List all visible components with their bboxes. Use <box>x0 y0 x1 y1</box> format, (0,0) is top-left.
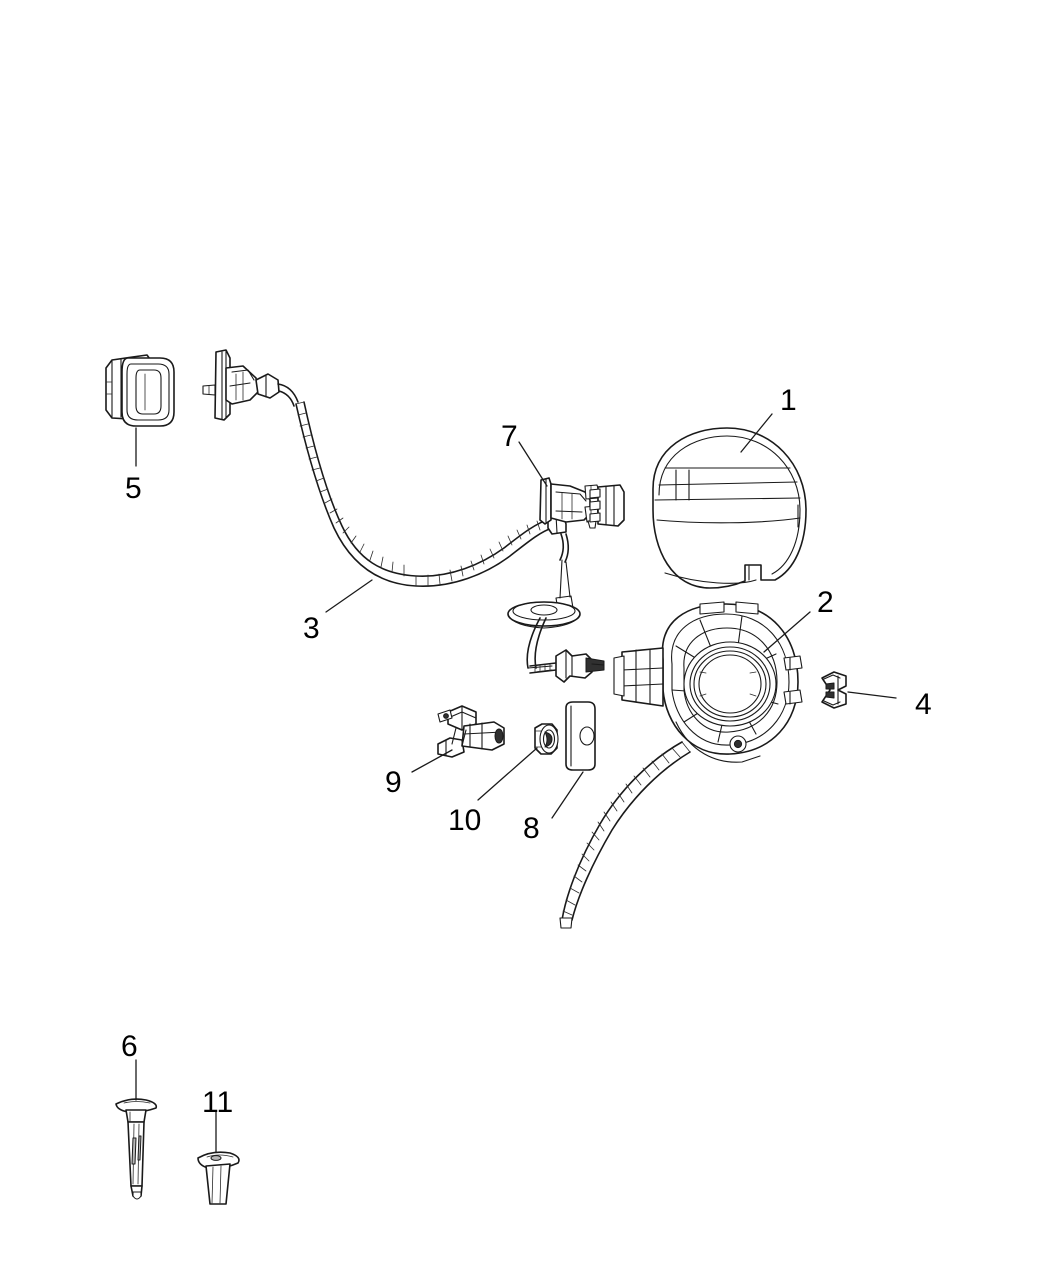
part-fuel-filler-door <box>589 427 807 589</box>
callout-label-7: 7 <box>501 420 518 453</box>
part-grommet-bushing <box>534 723 559 755</box>
part-long-push-pin-fastener <box>115 1098 158 1200</box>
conduit-ribs <box>295 401 541 587</box>
callout-label-8: 8 <box>523 812 540 845</box>
callout-label-3: 3 <box>303 612 320 645</box>
cable-grommet-disc <box>507 601 581 629</box>
leader-line-4 <box>847 691 897 699</box>
callout-label-2: 2 <box>817 586 834 619</box>
leader-line-3 <box>325 579 373 613</box>
part-rubber-bumper-pad <box>565 701 596 771</box>
callout-label-6: 6 <box>121 1030 138 1063</box>
leader-line-2 <box>763 611 811 653</box>
part-retainer-clip <box>821 671 847 709</box>
callout-label-10: 10 <box>448 804 482 837</box>
callout-label-4: 4 <box>915 688 932 721</box>
callout-label-9: 9 <box>385 766 402 799</box>
part-release-cable-assembly <box>202 349 605 683</box>
leader-line-10 <box>477 747 538 801</box>
leader-line-1 <box>740 413 773 453</box>
part-short-push-pin-fastener <box>197 1151 240 1205</box>
part-release-handle-bezel <box>105 354 175 427</box>
leader-line-9 <box>411 749 453 773</box>
part-fuel-door-housing <box>559 601 803 929</box>
callout-label-11: 11 <box>202 1086 234 1119</box>
callout-label-1: 1 <box>780 384 797 417</box>
cable-end-fitting <box>555 649 605 683</box>
callout-label-5: 5 <box>125 472 142 505</box>
drain-hose-ribs <box>562 741 691 916</box>
leader-line-7 <box>518 441 548 487</box>
part-latch-striker <box>437 705 505 758</box>
leader-line-8 <box>551 771 584 819</box>
